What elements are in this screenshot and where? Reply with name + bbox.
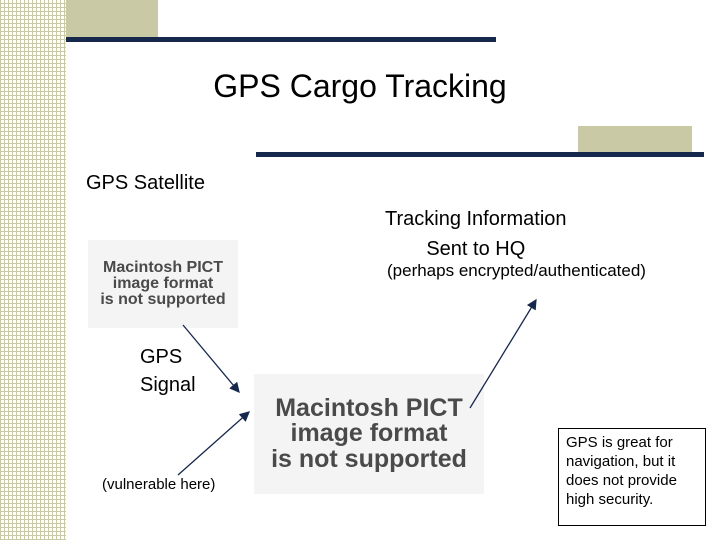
tracking-line-1: Tracking Information (385, 208, 567, 230)
placeholder-line: image format (112, 274, 214, 292)
callout-line: navigation, but it (566, 453, 676, 470)
signal-line-1: GPS (140, 346, 183, 368)
vulnerable-note: (vulnerable here) (102, 476, 216, 493)
tracking-info-label: Tracking Information Sent to HQ (385, 204, 567, 264)
callout-line: GPS is great for (566, 434, 673, 451)
signal-line-2: Signal (140, 374, 196, 396)
placeholder-line: is not supported (271, 444, 467, 473)
satellite-image-placeholder: Macintosh PICT image format is not suppo… (88, 240, 238, 328)
decorative-accent-box-right (578, 126, 692, 154)
gps-signal-label: GPS Signal (140, 343, 196, 399)
cargo-image-placeholder: Macintosh PICT image format is not suppo… (254, 374, 484, 494)
placeholder-line: image format (290, 419, 448, 448)
satellite-label: GPS Satellite (86, 172, 205, 194)
tracking-encryption-note: (perhaps encrypted/authenticated) (387, 261, 646, 280)
tracking-uplink-arrow (469, 298, 537, 409)
decorative-grid-strip (0, 0, 66, 540)
title-rule-top (66, 37, 496, 42)
satellite-to-signal-arrow (182, 324, 240, 393)
security-callout-box: GPS is great for navigation, but it does… (558, 428, 706, 526)
placeholder-line: Macintosh PICT (275, 393, 463, 422)
callout-line: does not provide (566, 472, 677, 489)
title-rule-bottom (256, 152, 704, 157)
decorative-accent-box-top (66, 0, 158, 40)
slide-title: GPS Cargo Tracking (213, 68, 507, 104)
placeholder-line: is not supported (100, 291, 226, 309)
tracking-line-2: Sent to HQ (426, 238, 526, 260)
callout-line: high security. (566, 491, 654, 508)
placeholder-line: Macintosh PICT (102, 258, 223, 276)
jamming-arrow (177, 411, 250, 476)
